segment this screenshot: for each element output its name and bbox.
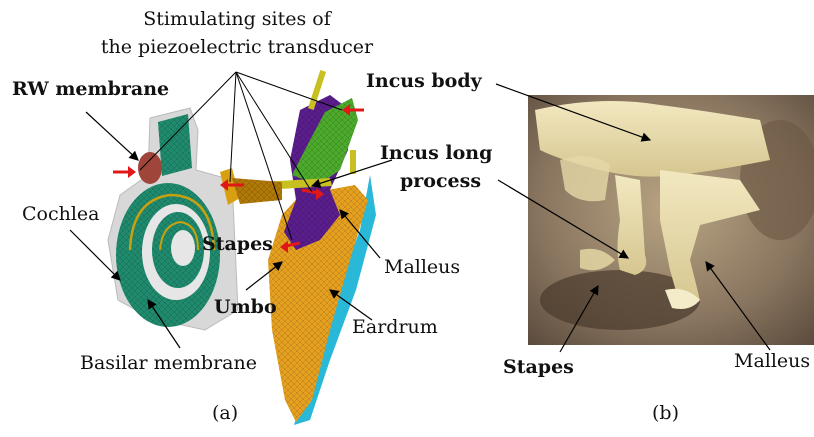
incus-body-label: Incus body — [366, 72, 482, 91]
eardrum-label: Eardrum — [352, 318, 438, 337]
caption-b: (b) — [652, 404, 679, 423]
rw-membrane-label: RW membrane — [12, 80, 169, 99]
basilar-membrane-label: Basilar membrane — [80, 354, 257, 373]
malleus-label-a: Malleus — [384, 258, 460, 277]
stimulating-sites-title-line1: Stimulating sites of — [112, 10, 362, 29]
incus-long-process-label-line2: process — [400, 172, 481, 191]
stimulating-sites-title-line2: the piezoelectric transducer — [62, 38, 412, 57]
umbo-label: Umbo — [214, 298, 277, 317]
incus-long-process-label-line1: Incus long — [380, 144, 492, 163]
surgical-photo — [528, 95, 814, 345]
cochlea-label: Cochlea — [22, 205, 100, 224]
malleus-label-b: Malleus — [734, 352, 810, 371]
stapes-label-a: Stapes — [202, 235, 273, 254]
stapes-label-b: Stapes — [503, 358, 574, 377]
caption-a: (a) — [212, 404, 238, 423]
